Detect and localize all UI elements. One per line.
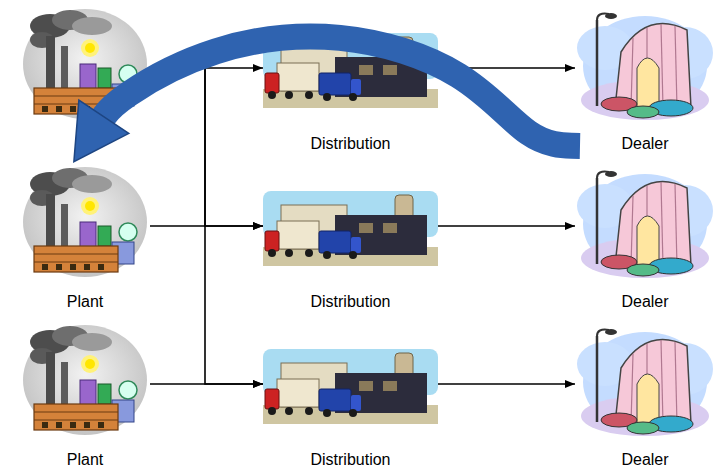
flow-arrow [150,225,263,227]
flow-arrow [150,68,263,384]
node-label: Dealer [619,450,670,470]
dealer-icon [577,171,713,278]
distribution-icon [263,191,438,266]
flow-arrow [150,383,263,385]
plant-node: Plant [20,318,150,470]
node-label: Distribution [308,292,392,312]
distribution-node: Distribution [263,30,438,154]
plant-node [20,2,150,154]
distribution-node: Distribution [263,346,438,470]
node-label: Dealer [619,134,670,154]
distribution-node: Distribution [263,188,438,312]
dealer-icon [577,13,713,120]
flow-arrow [438,225,575,227]
plant-node: Plant [20,160,150,312]
node-label: Distribution [308,450,392,470]
dealer-node: Dealer [575,163,715,312]
node-label: Distribution [308,134,392,154]
dealer-icon [577,329,713,436]
flow-arrow [438,383,575,385]
plant-icon [23,325,147,435]
plant-icon [23,167,147,277]
dealer-node: Dealer [575,321,715,470]
dealer-node: Dealer [575,5,715,154]
flow-arrow [150,68,263,226]
node-label: Plant [65,450,105,470]
node-label: Plant [65,292,105,312]
return-arrow [103,36,580,146]
node-label: Dealer [619,292,670,312]
distribution-icon [263,349,438,424]
